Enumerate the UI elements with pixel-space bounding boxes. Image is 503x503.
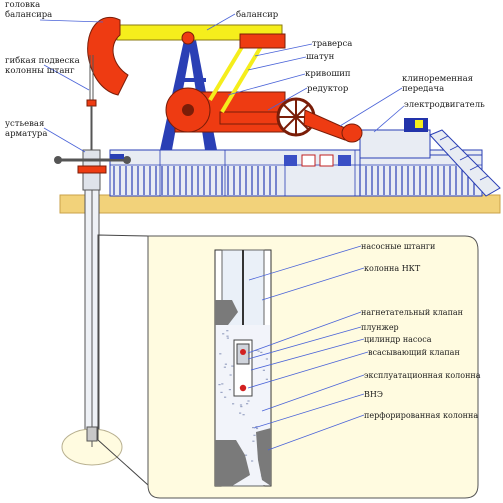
label-tubing: колонна НКТ <box>364 264 421 273</box>
safety-signs <box>284 154 351 167</box>
fluid-bubble <box>265 378 268 380</box>
fluid-bubble <box>231 365 234 367</box>
warning-sign-icon <box>284 155 297 166</box>
label-wok: ВНЭ <box>364 390 383 399</box>
fluid-bubble <box>223 366 226 368</box>
label-plunger: плунжер <box>361 323 399 332</box>
fluid-bubble <box>239 404 243 406</box>
fluid-bubble <box>246 403 249 405</box>
fluid-bubble <box>265 358 268 360</box>
ground-slab <box>59 194 501 214</box>
rock-patch-upper <box>215 300 238 325</box>
fluid-bubble <box>226 337 229 339</box>
fluid-bubble <box>224 396 227 398</box>
inclined-rails <box>429 129 501 197</box>
fluid-bubble <box>262 369 265 371</box>
grating-bars <box>113 166 475 195</box>
info-sign-icon <box>338 155 351 166</box>
label-pump-rods: насосные штанги <box>361 242 436 251</box>
fluid-bubble <box>218 384 221 386</box>
label-gearbox: редуктор <box>307 84 349 94</box>
flexible-hanger <box>86 55 97 150</box>
wellhead <box>54 149 131 191</box>
leader-lines <box>39 13 405 451</box>
label-crank: кривошип <box>305 69 351 79</box>
label-production-casing: эксплуатационная колонна <box>364 371 481 380</box>
fluid-bubble <box>255 426 258 428</box>
no-entry-sign-icon <box>301 154 316 167</box>
fluid-bubble <box>253 434 256 436</box>
fluid-bubble <box>260 351 263 353</box>
label-discharge-valve: нагнетательный клапан <box>361 308 464 317</box>
walking-beam <box>116 24 286 49</box>
suction-valve-ball <box>239 384 247 392</box>
discharge-valve-ball <box>240 349 246 355</box>
wellbore <box>84 189 100 441</box>
rail-rungs <box>439 135 489 181</box>
fluid-bubble <box>232 403 235 405</box>
fluid-bubble <box>242 414 245 416</box>
motor-stand <box>359 129 431 159</box>
fluid-bubble <box>220 391 223 393</box>
fluid-bubble <box>221 383 224 385</box>
fluid-bubble <box>251 460 254 462</box>
label-connecting-rod: шатун <box>306 52 335 62</box>
hazard-sign-icon <box>319 154 334 167</box>
fluid-bubble <box>247 400 250 402</box>
fluid-bubble <box>244 454 248 456</box>
vbelt-drive <box>276 97 363 143</box>
fluid-bubble <box>252 427 255 429</box>
fluid-bubble <box>240 406 243 408</box>
horse-head <box>87 17 129 96</box>
rock-patch-lower-left <box>215 440 250 486</box>
fluid-bubble <box>255 427 259 430</box>
label-suction-valve: всасывающий клапан <box>368 348 460 357</box>
hazard-sign-icon <box>415 120 423 128</box>
fluid-bubble <box>224 363 227 365</box>
label-motor: электродвигатель <box>404 100 485 110</box>
gearbox <box>165 87 306 133</box>
label-balancer: балансир <box>236 10 279 20</box>
zoom-panel <box>147 235 479 499</box>
label-traverse: траверса <box>312 39 353 49</box>
label-perforated-casing: перфорированная колонна <box>364 411 479 420</box>
fluid-bubble <box>219 353 222 355</box>
fluid-bubble <box>226 335 229 337</box>
fluid-bubble <box>239 412 242 414</box>
fluid-bubble <box>228 389 231 391</box>
fluid-bubble <box>252 440 255 442</box>
label-pump-cylinder: цилиндр насоса <box>364 335 432 344</box>
fluid-bubble <box>229 374 232 376</box>
fluid-bubble <box>222 333 225 335</box>
fluid-bubble <box>257 350 260 352</box>
perforation-zone <box>86 426 98 442</box>
rock-patch-lower-right <box>256 428 271 486</box>
fluid-bubble <box>226 330 229 332</box>
